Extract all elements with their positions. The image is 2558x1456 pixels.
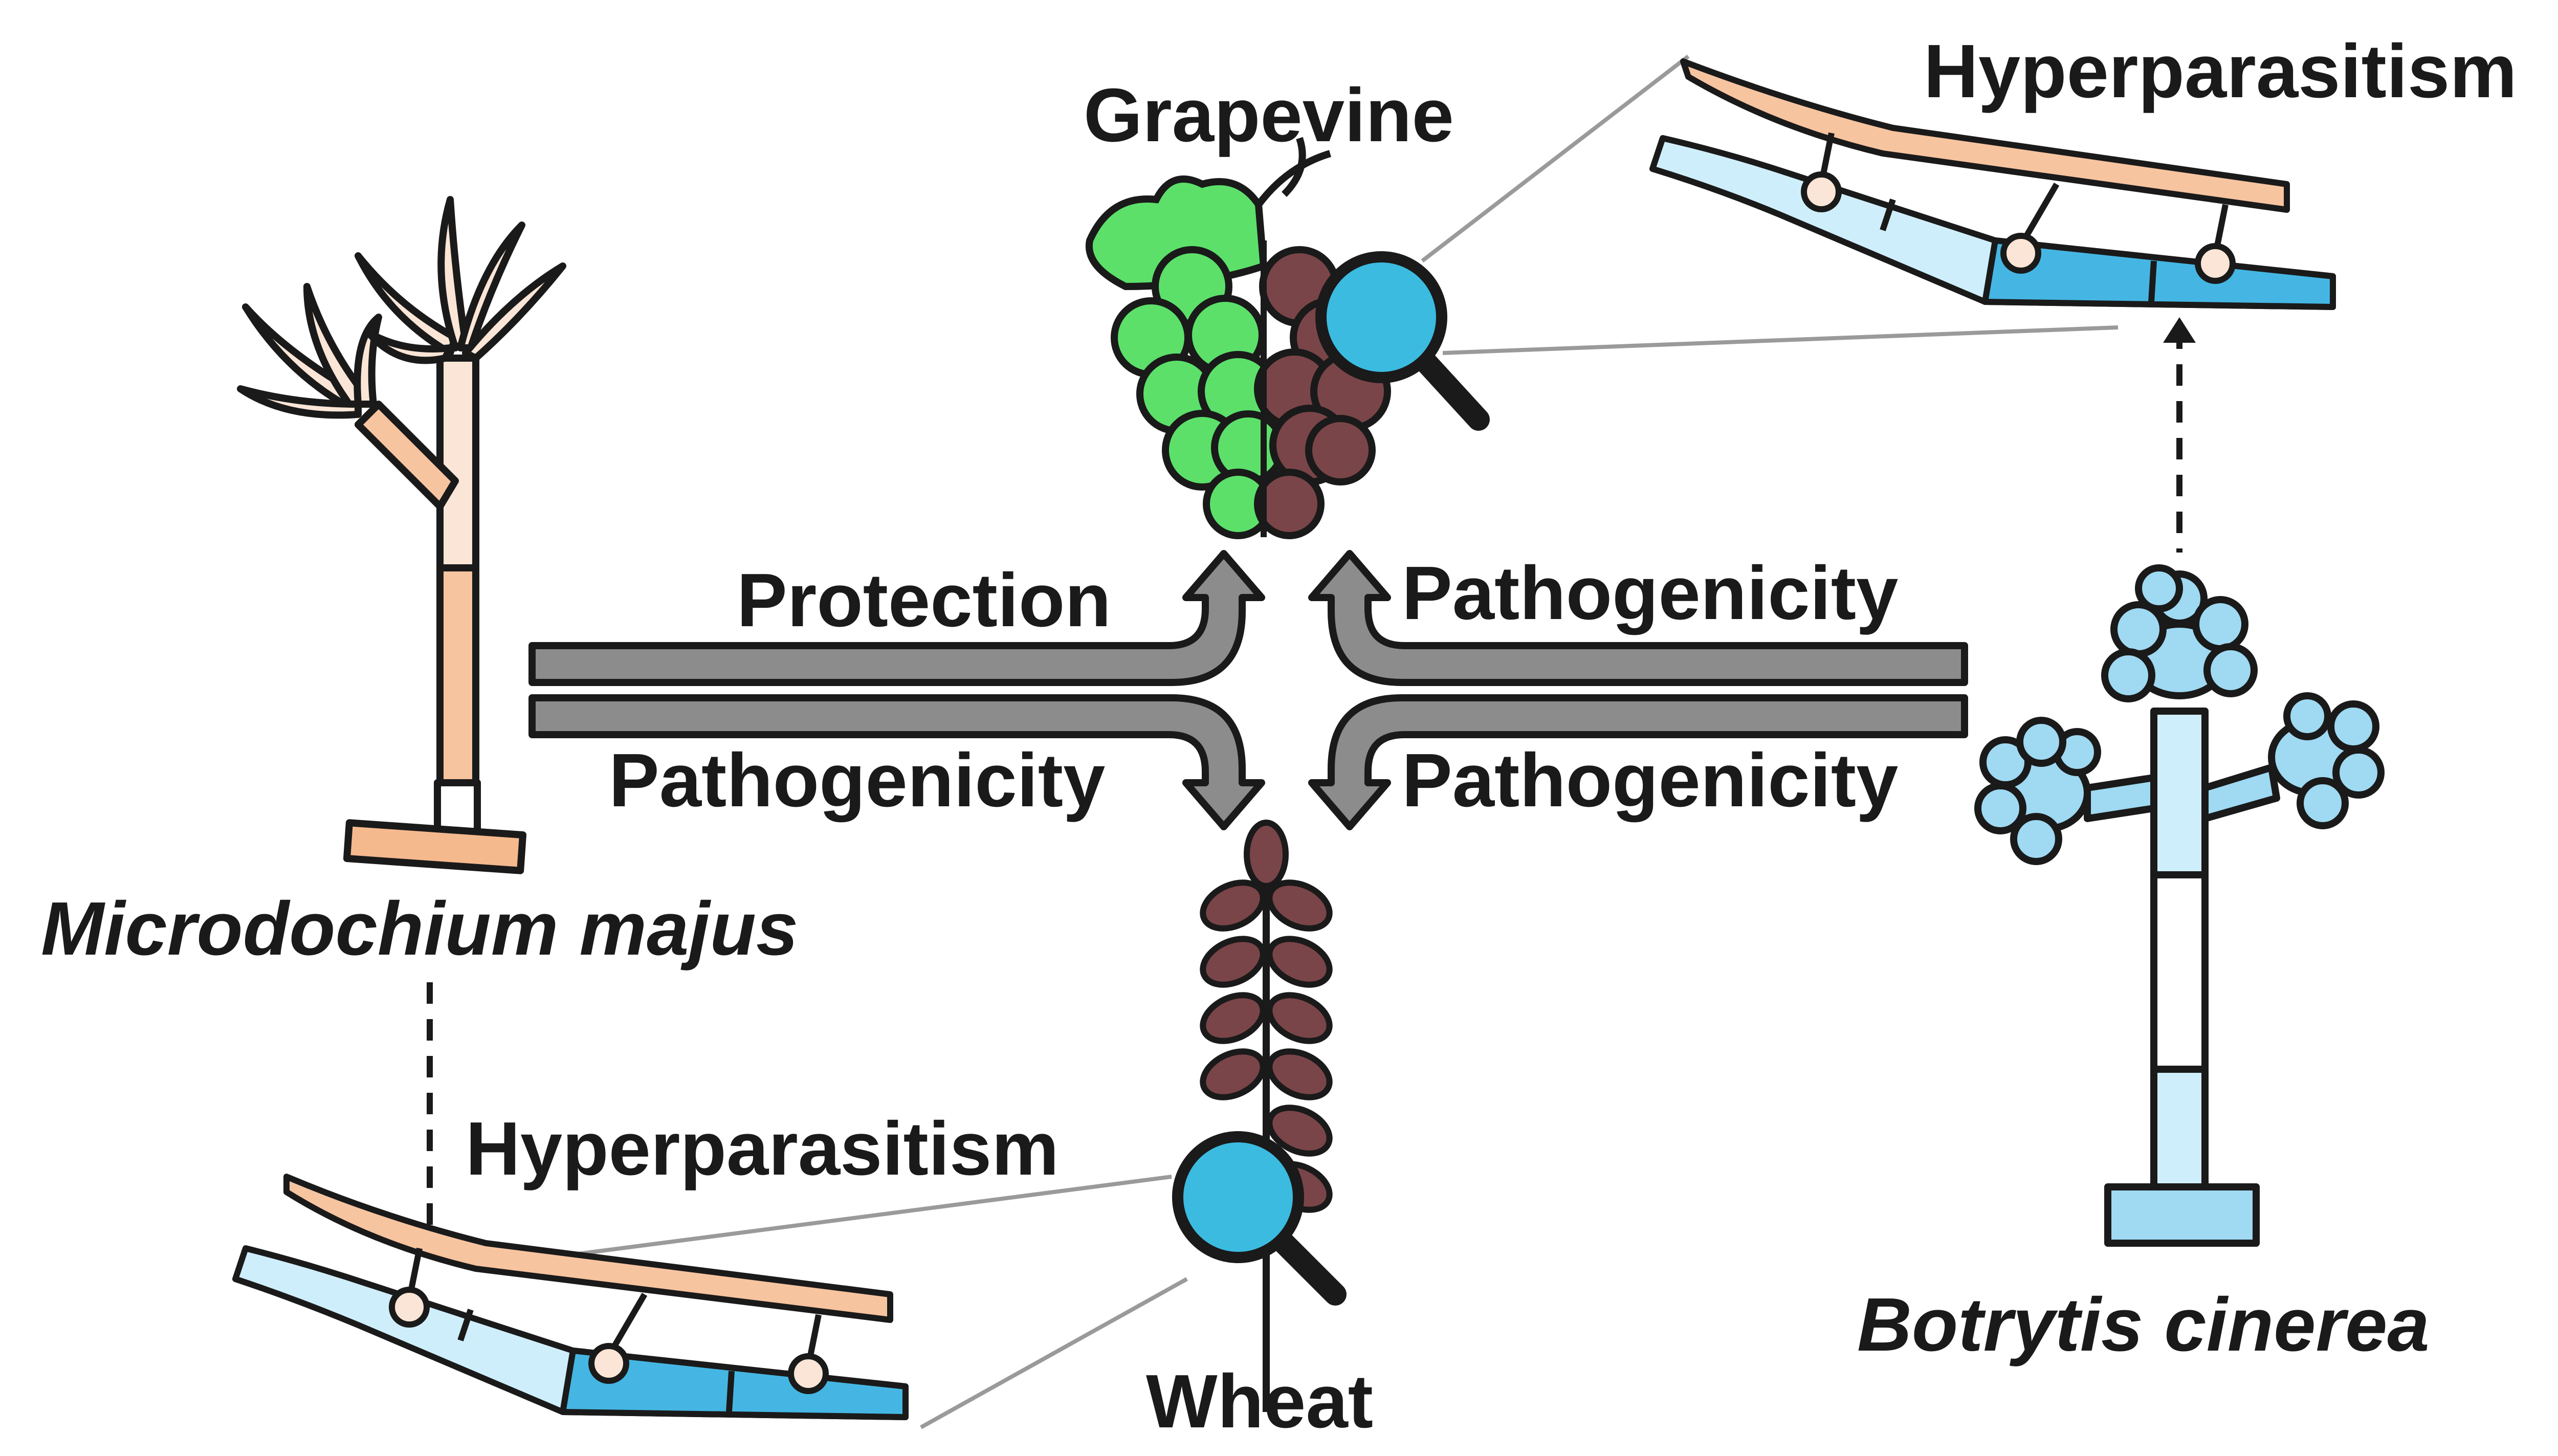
protection-label: Protection bbox=[737, 558, 1111, 643]
hyperparasitism-inset-top bbox=[1421, 54, 2336, 355]
hyperparasitism-label-bottom: Hyperparasitism bbox=[466, 1107, 1059, 1191]
pathogenicity-arrow-wheat-left bbox=[528, 694, 1265, 830]
wheat-label: Wheat bbox=[1146, 1359, 1373, 1444]
grapevine-label: Grapevine bbox=[1084, 73, 1454, 158]
microdochium-label: Microdochium majus bbox=[41, 887, 798, 971]
pathogenicity-arrow-wheat-right bbox=[1308, 694, 1968, 830]
wheat-ear-icon bbox=[1200, 820, 1333, 1412]
hyperparasitism-label-top: Hyperparasitism bbox=[1924, 29, 2517, 114]
botrytis-conidiophore bbox=[1974, 564, 2385, 1247]
pathogenicity-label-grapevine: Pathogenicity bbox=[1402, 551, 1898, 635]
hyperparasitism-inset-bottom bbox=[232, 1174, 1188, 1429]
microdochium-conidiophore bbox=[237, 196, 566, 874]
magnifier-icon-wheat bbox=[1172, 1131, 1347, 1306]
botrytis-label: Botrytis cinerea bbox=[1857, 1283, 2430, 1367]
pathogenicity-label-wheat-left: Pathogenicity bbox=[609, 738, 1105, 823]
pathogenicity-label-wheat-right: Pathogenicity bbox=[1402, 738, 1898, 823]
magnifier-icon bbox=[1315, 251, 1490, 431]
protection-arrow bbox=[528, 550, 1265, 686]
grape-cluster-icon bbox=[1085, 137, 1391, 539]
pathogenicity-arrow-grapevine bbox=[1308, 550, 1968, 686]
interaction-arrows bbox=[528, 550, 1968, 830]
botrytis-connector-arrowhead bbox=[2163, 317, 2196, 343]
